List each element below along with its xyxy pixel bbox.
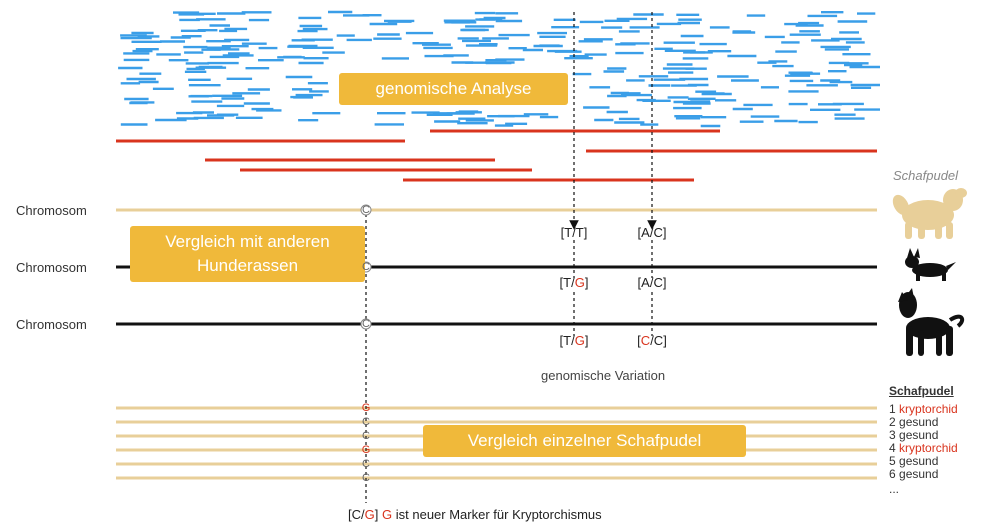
sequencing-reads <box>118 10 880 128</box>
genotype-label: [C/C] <box>637 333 667 348</box>
genotype-label: [T/T] <box>560 225 588 240</box>
genotype-label: [T/G] <box>559 275 589 290</box>
sheepdog-icon <box>892 188 967 239</box>
genotype-label: [A/C] <box>637 225 667 240</box>
assembled-reads <box>116 129 877 182</box>
callout-compare-individuals: Vergleich einzelner Schafpudel <box>423 425 746 457</box>
individuals-title: Schafpudel <box>889 384 954 398</box>
individual-base: G <box>361 402 371 414</box>
callout-text: Vergleich einzelner Schafpudel <box>467 431 702 450</box>
marker-base: C <box>362 204 370 216</box>
individual-base: G <box>361 444 371 456</box>
marker-position <box>360 318 372 330</box>
genotype-label: [A/C] <box>637 275 667 290</box>
chromosome-label: Chromosom <box>16 203 87 218</box>
individual-item: 6 gesund <box>889 467 939 481</box>
conclusion-text: [C/G] G ist neuer Marker für Kryptorchis… <box>348 507 602 522</box>
individuals-more: ... <box>889 482 900 496</box>
individual-item: 1 kryptorchid <box>889 402 958 416</box>
callout-text: genomische Analyse <box>375 79 532 98</box>
genotype-label: [T/G] <box>559 333 589 348</box>
marker-base: C <box>362 318 370 330</box>
individual-base: C <box>362 430 370 442</box>
marker-base: C <box>362 261 370 273</box>
callout-compare-breeds: Vergleich mit anderen Hunderassen <box>130 226 365 282</box>
callout-text: Hunderassen <box>196 256 299 275</box>
individual-item: 4 kryptorchid <box>889 441 958 455</box>
individual-item: 2 gesund <box>889 415 939 429</box>
breed-label: Schafpudel <box>893 168 959 183</box>
individual-item: 5 gesund <box>889 454 939 468</box>
individual-base: C <box>362 458 370 470</box>
callout-text: Vergleich mit anderen <box>165 232 330 251</box>
corgi-icon <box>905 248 956 281</box>
individual-item: 3 gesund <box>889 428 939 442</box>
marker-position <box>360 204 372 216</box>
individual-base: C <box>362 472 370 484</box>
chromosome-label: Chromosom <box>16 260 87 275</box>
callout-genomic-analysis: genomische Analyse <box>339 73 568 105</box>
variation-label: genomische Variation <box>541 368 666 383</box>
chromosome-label: Chromosom <box>16 317 87 332</box>
individual-base: C <box>362 416 370 428</box>
basenji-icon <box>898 288 965 356</box>
